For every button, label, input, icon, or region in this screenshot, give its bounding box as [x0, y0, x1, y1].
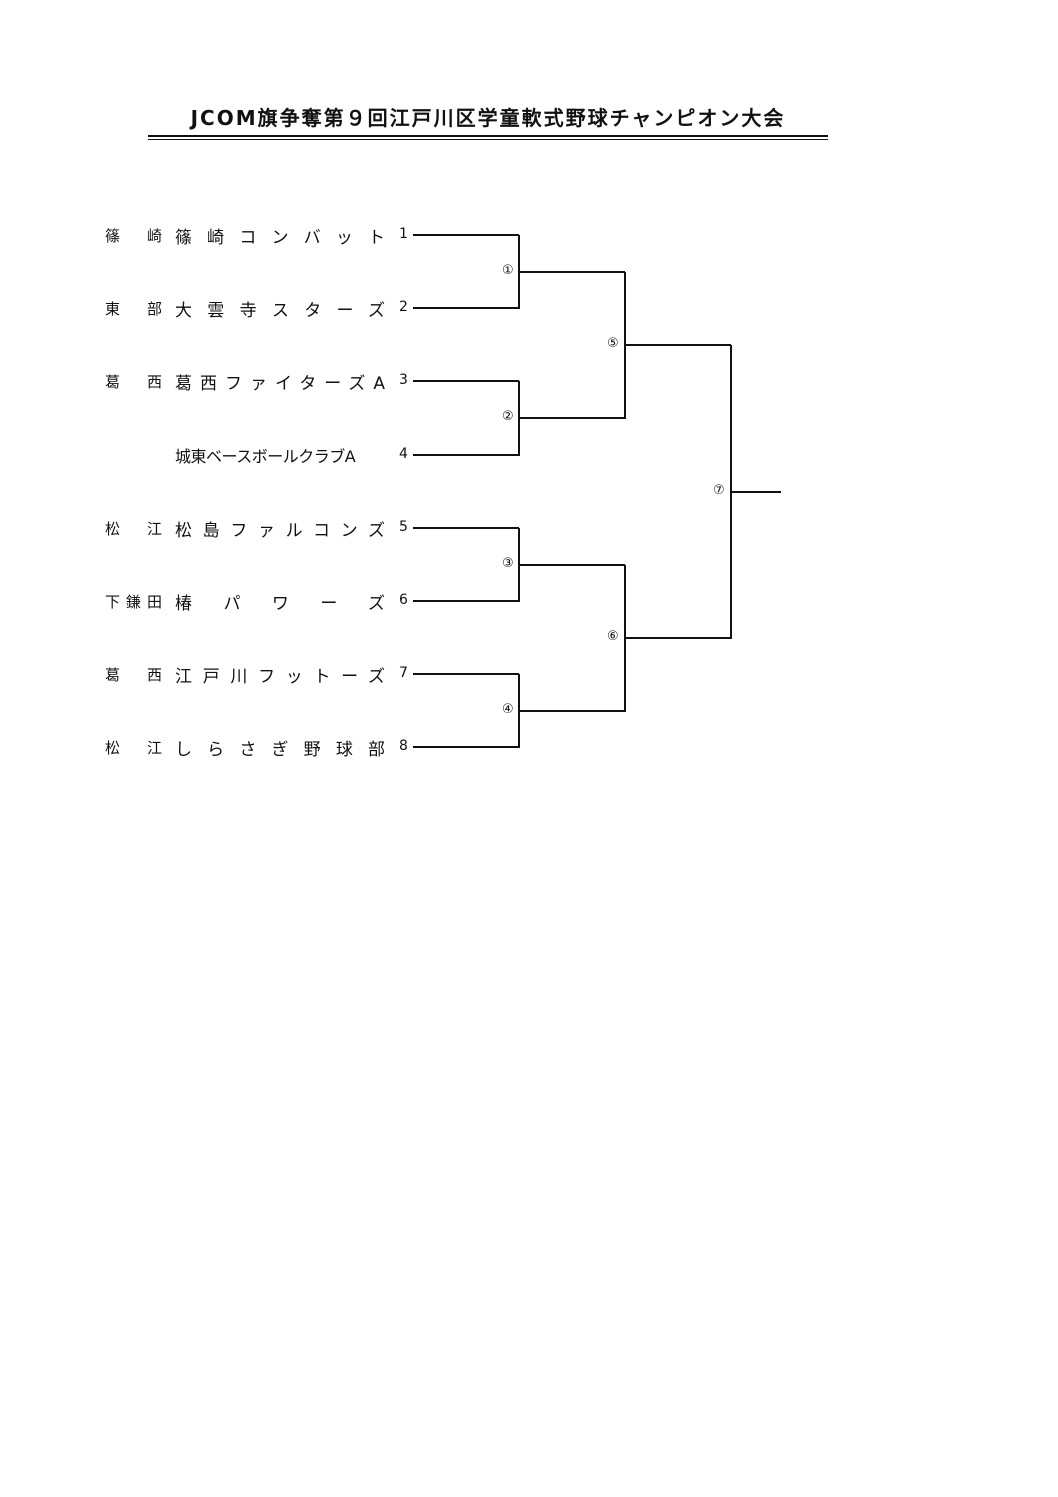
- page-title: JCOM旗争奪第９回江戸川区学童軟式野球チャンピオン大会: [190, 106, 786, 130]
- team-region: 葛西: [105, 666, 162, 684]
- team-region: 葛西: [105, 373, 162, 391]
- team-name: 城東ベースボールクラブA: [175, 447, 356, 466]
- bracket-line: [731, 491, 781, 493]
- team-region: 松江: [105, 739, 162, 757]
- match-number: ⑥: [607, 629, 619, 644]
- team-seed: 5: [399, 519, 408, 535]
- bracket-line: [413, 673, 519, 675]
- team-name: 江戸川フットーズ: [175, 667, 385, 687]
- bracket-line: [413, 234, 519, 236]
- title-underline-thin: [148, 139, 828, 140]
- bracket-line: [625, 637, 731, 639]
- team-seed: 8: [399, 738, 408, 754]
- team-seed: 2: [399, 299, 408, 315]
- bracket-line: [413, 527, 519, 529]
- bracket-line: [625, 344, 731, 346]
- bracket-line: [413, 380, 519, 382]
- team-seed: 7: [399, 665, 408, 681]
- team-seed: 4: [399, 446, 408, 462]
- team-seed: 1: [399, 226, 408, 242]
- bracket-line: [413, 746, 519, 748]
- team-name: 松島ファルコンズ: [175, 521, 385, 541]
- team-seed: 3: [399, 372, 408, 388]
- bracket-line: [413, 600, 519, 602]
- team-name: しらさぎ野球部: [175, 740, 385, 760]
- team-region: 下鎌田: [105, 593, 162, 611]
- bracket-line: [413, 307, 519, 309]
- match-number: ⑦: [713, 483, 725, 498]
- bracket-line: [413, 454, 519, 456]
- team-region: 東部: [105, 300, 162, 318]
- team-name: 大雲寺スターズ: [175, 301, 385, 321]
- team-name: 椿パワーズ: [175, 594, 385, 614]
- match-number: ③: [502, 556, 514, 571]
- match-number: ⑤: [607, 336, 619, 351]
- bracket-line: [519, 710, 625, 712]
- team-region: 松江: [105, 520, 162, 538]
- title-underline: [148, 135, 828, 137]
- team-name: 葛西ファイターズA: [175, 374, 385, 394]
- match-number: ①: [502, 263, 514, 278]
- match-number: ④: [502, 702, 514, 717]
- bracket-line: [519, 271, 625, 273]
- bracket-line: [519, 417, 625, 419]
- team-name: 篠崎コンバット: [175, 228, 385, 248]
- bracket-line: [519, 564, 625, 566]
- match-number: ②: [502, 409, 514, 424]
- team-region: 篠崎: [105, 227, 162, 245]
- team-seed: 6: [399, 592, 408, 608]
